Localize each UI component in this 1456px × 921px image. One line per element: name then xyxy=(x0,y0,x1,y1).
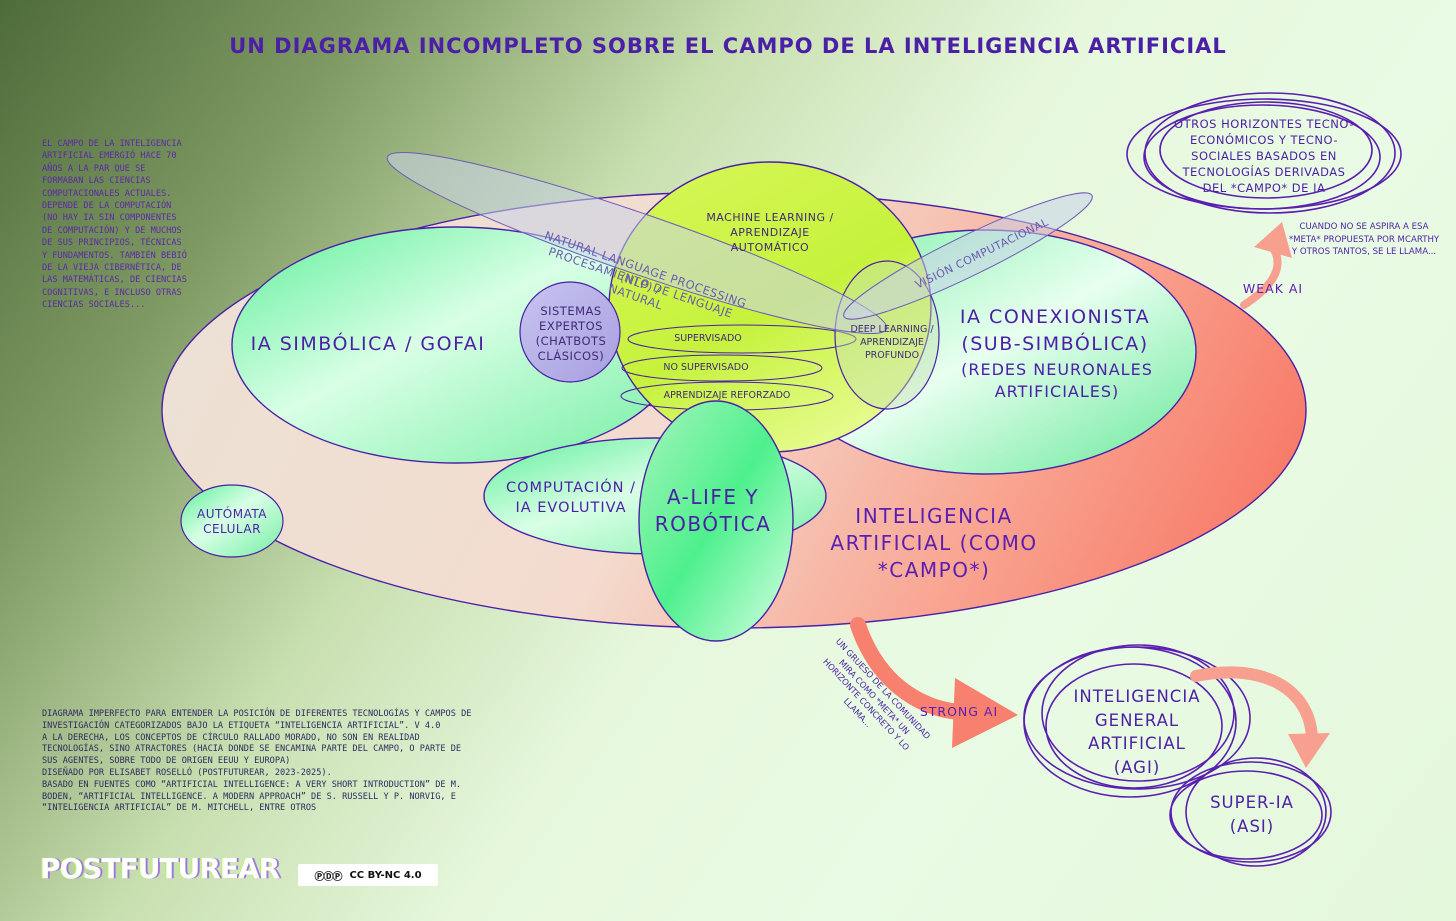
sistemas-expertos-label: SISTEMAS EXPERTOS (CHATBOTS CLÁSICOS) xyxy=(535,304,607,363)
alife-ellipse xyxy=(638,400,794,642)
agi-label: INTELIGENCIA GENERAL ARTIFICIAL (AGI) xyxy=(1073,687,1201,777)
strong-ai-arrowhead xyxy=(952,678,1018,748)
ia-conexionista-label: IA CONEXIONISTA (SUB-SIMBÓLICA) xyxy=(959,306,1151,355)
redes-neuronales-label: (REDES NEURONALES ARTIFICIALES) xyxy=(961,360,1153,401)
footer-note-2: A LA DERECHA, LOS CONCEPTOS DE CÍRCULO R… xyxy=(42,732,462,767)
agi-rings xyxy=(1023,644,1251,798)
weak-ai-arrow xyxy=(1240,242,1282,309)
otros-horizontes-label: OTROS HORIZONTES TECNO-ECONÓMICOS Y TECN… xyxy=(1174,117,1354,195)
intro-text: EL CAMPO DE LA INTELIGENCIA ARTIFICIAL E… xyxy=(42,139,187,311)
computacion-evolutiva-label: COMPUTACIÓN / IA EVOLUTIVA xyxy=(506,480,636,516)
strong-ai-label: STRONG AI xyxy=(919,704,999,719)
footer-note-1: DIAGRAMA IMPERFECTO PARA ENTENDER LA POS… xyxy=(42,709,472,731)
otros-horizontes-rings xyxy=(1126,92,1402,214)
postfuturear-logo: POSTFUTUREAR xyxy=(40,852,280,885)
reforzado-label: APRENDIZAJE REFORZADO xyxy=(663,390,791,401)
page-title: UN DIAGRAMA INCOMPLETO SOBRE EL CAMPO DE… xyxy=(229,34,1227,58)
no-supervisado-label: NO SUPERVISADO xyxy=(663,362,749,373)
supervisado-ring xyxy=(627,324,857,354)
vision-ellipse xyxy=(843,192,1093,320)
agi-asi-arrowhead xyxy=(1288,733,1330,768)
strong-ai-arrow xyxy=(850,617,973,720)
license-badge[interactable]: ⓅⒹⓅ CC BY-NC 4.0 xyxy=(298,864,438,886)
sistemas-expertos-circle xyxy=(519,281,621,383)
asi-label: SUPER-IA (ASI) xyxy=(1210,793,1294,836)
alife-label: A-LIFE Y ROBÓTICA xyxy=(654,485,772,536)
deep-learning-label: DEEP LEARNING / APRENDIZAJE PROFUNDO xyxy=(850,324,934,361)
cc-by-nc-icon: ⓅⒹⓅ xyxy=(314,871,342,883)
asi-rings xyxy=(1169,757,1332,867)
automata-label: AUTÓMATA CELULAR xyxy=(196,507,267,536)
license-label: CC BY-NC 4.0 xyxy=(349,869,422,881)
footer-note-3: DISEÑADO POR ELISABET ROSELLÓ (POSTFUTUR… xyxy=(42,767,332,778)
footer-note-4: BASADO EN FUENTES COMO “ARTIFICIAL INTEL… xyxy=(42,779,462,814)
nlp-ellipse xyxy=(386,151,888,335)
footer-notes: DIAGRAMA IMPERFECTO PARA ENTENDER LA POS… xyxy=(42,709,478,815)
weak-ai-label: WEAK AI xyxy=(1242,281,1304,296)
supervisado-label: SUPERVISADO xyxy=(674,333,742,344)
no-supervisado-ring xyxy=(621,354,823,382)
agi-asi-arrow xyxy=(1190,666,1318,744)
weak-ai-note: CUANDO NO SE ASPIRA A ESA *META* PROPUES… xyxy=(1288,222,1440,258)
ia-campo-label: INTELIGENCIA ARTIFICIAL (COMO *CAMPO*) xyxy=(830,504,1038,582)
automata-ellipse xyxy=(180,484,284,558)
machine-learning-label: MACHINE LEARNING / APRENDIZAJE AUTOMÁTIC… xyxy=(706,211,834,254)
ia-simbolica-label: IA SIMBÓLICA / GOFAI xyxy=(250,333,486,355)
weak-ai-arrowhead xyxy=(1254,222,1292,258)
